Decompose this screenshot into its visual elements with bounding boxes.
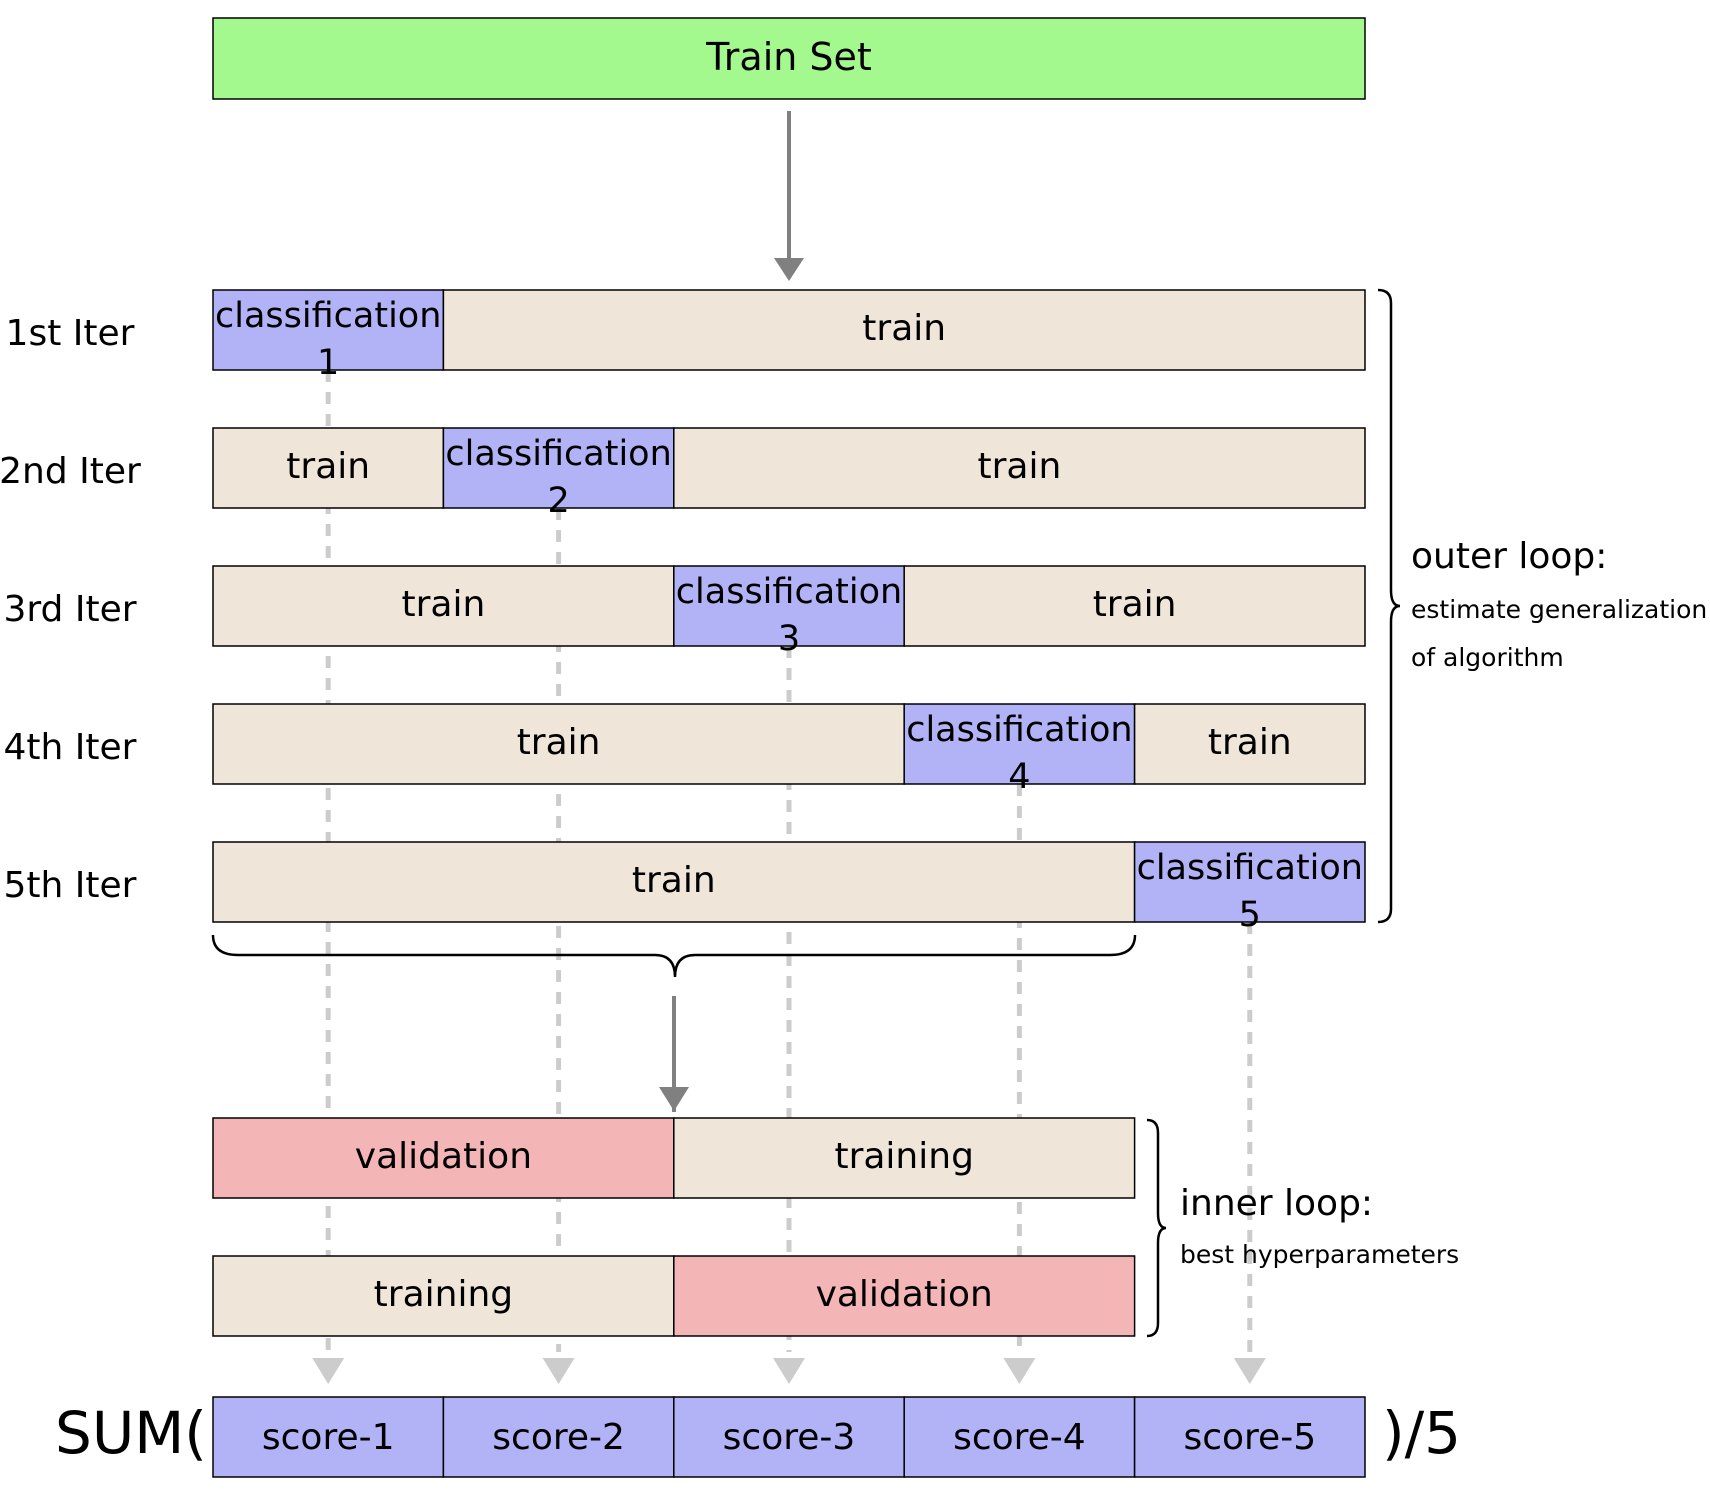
iteration-row-3: 3rd Iter train classification 3 train xyxy=(3,565,1366,659)
train-set-label: Train Set xyxy=(705,35,872,79)
classification-number: 1 xyxy=(317,343,339,383)
inner-loop-rows: validation training training validation xyxy=(212,1117,1136,1337)
train-segment xyxy=(212,427,445,509)
score-box-1 xyxy=(212,1396,445,1478)
dashed-arrow-head-3 xyxy=(773,1358,805,1384)
train-segment xyxy=(673,1117,1136,1199)
train-segment xyxy=(442,289,1366,371)
score-label: score-5 xyxy=(1183,1417,1316,1458)
classification-number: 4 xyxy=(1008,757,1030,797)
iteration-label: 2nd Iter xyxy=(0,451,141,492)
classification-label: classification xyxy=(906,710,1132,750)
train-label: train xyxy=(402,584,486,625)
score-box-2 xyxy=(442,1396,675,1478)
iteration-row-5: 5th Iter train classification 5 xyxy=(4,841,1366,935)
score-label: score-1 xyxy=(262,1417,395,1458)
dashed-arrow-head-4 xyxy=(1003,1358,1036,1384)
score-box-4 xyxy=(903,1396,1136,1478)
folds-brace xyxy=(211,934,1137,978)
iteration-row-1: 1st Iter classification 1 train xyxy=(6,289,1366,383)
iteration-label: 3rd Iter xyxy=(3,589,136,630)
arrow-to-inner-loop-head xyxy=(659,1087,689,1111)
outer-loop-title: outer loop: xyxy=(1411,536,1607,577)
inner-loop-desc: best hyperparameters xyxy=(1180,1240,1459,1269)
sum-prefix: SUM( xyxy=(55,1399,207,1467)
validation-label: validation xyxy=(816,1274,993,1315)
classification-number: 2 xyxy=(547,481,569,521)
train-segment xyxy=(1133,703,1366,785)
score-box-3 xyxy=(673,1396,905,1478)
validation-segment xyxy=(673,1255,1136,1337)
classification-label: classification xyxy=(1137,848,1363,888)
inner-row-2: training validation xyxy=(212,1255,1136,1337)
inner-row-1: validation training xyxy=(212,1117,1136,1199)
inner-loop-title: inner loop: xyxy=(1180,1183,1373,1224)
train-label: train xyxy=(862,308,946,349)
classification-number: 5 xyxy=(1239,895,1261,935)
iteration-row-4: 4th Iter train classification 4 train xyxy=(4,703,1366,797)
train-set-box xyxy=(212,17,1366,100)
classification-segment xyxy=(903,703,1136,785)
outer-iterations: 1st Iter classification 1 train 2nd Iter trai… xyxy=(0,289,1366,935)
train-label: train xyxy=(978,446,1062,487)
classification-label: classification xyxy=(445,434,671,474)
dashed-arrow-head-1 xyxy=(312,1358,345,1384)
score-box-5 xyxy=(1133,1396,1366,1478)
train-label: train xyxy=(632,860,716,901)
train-set-block: Train Set xyxy=(212,17,1366,100)
train-segment xyxy=(212,841,1136,923)
arrow-to-iterations-head xyxy=(774,258,804,281)
score-label: score-3 xyxy=(723,1417,856,1458)
outer-loop-desc-line-2: of algorithm xyxy=(1411,643,1564,672)
train-label: train xyxy=(286,446,370,487)
validation-label: validation xyxy=(355,1136,532,1177)
train-label: train xyxy=(1093,584,1177,625)
train-segment xyxy=(212,703,905,785)
inner-loop-brace xyxy=(1146,1118,1167,1338)
validation-segment xyxy=(212,1117,675,1199)
outer-loop-brace xyxy=(1377,288,1401,924)
dashed-arrow-head-2 xyxy=(542,1358,575,1384)
classification-segment xyxy=(673,565,905,647)
score-label: score-4 xyxy=(953,1417,1086,1458)
iteration-label: 4th Iter xyxy=(4,727,137,768)
score-label: score-2 xyxy=(492,1417,625,1458)
train-segment xyxy=(212,565,675,647)
iteration-label: 1st Iter xyxy=(6,313,135,354)
sum-suffix: )/5 xyxy=(1382,1399,1461,1467)
iteration-label: 5th Iter xyxy=(4,865,137,906)
dashed-arrow-head-5 xyxy=(1233,1358,1266,1384)
train-label: training xyxy=(834,1136,973,1177)
classification-number: 3 xyxy=(778,619,800,659)
train-label: train xyxy=(1208,722,1292,763)
classification-label: classification xyxy=(676,572,902,612)
outer-loop-desc-line-1: estimate generalization xyxy=(1411,595,1707,624)
iteration-row-2: 2nd Iter train classification 2 train xyxy=(0,427,1366,521)
train-segment xyxy=(673,427,1366,509)
train-label: train xyxy=(517,722,601,763)
train-label: training xyxy=(374,1274,513,1315)
classification-segment xyxy=(1133,841,1366,923)
train-segment xyxy=(903,565,1366,647)
score-boxes: score-1 score-2 score-3 score-4 score-5 xyxy=(212,1396,1366,1478)
classification-label: classification xyxy=(215,296,441,336)
